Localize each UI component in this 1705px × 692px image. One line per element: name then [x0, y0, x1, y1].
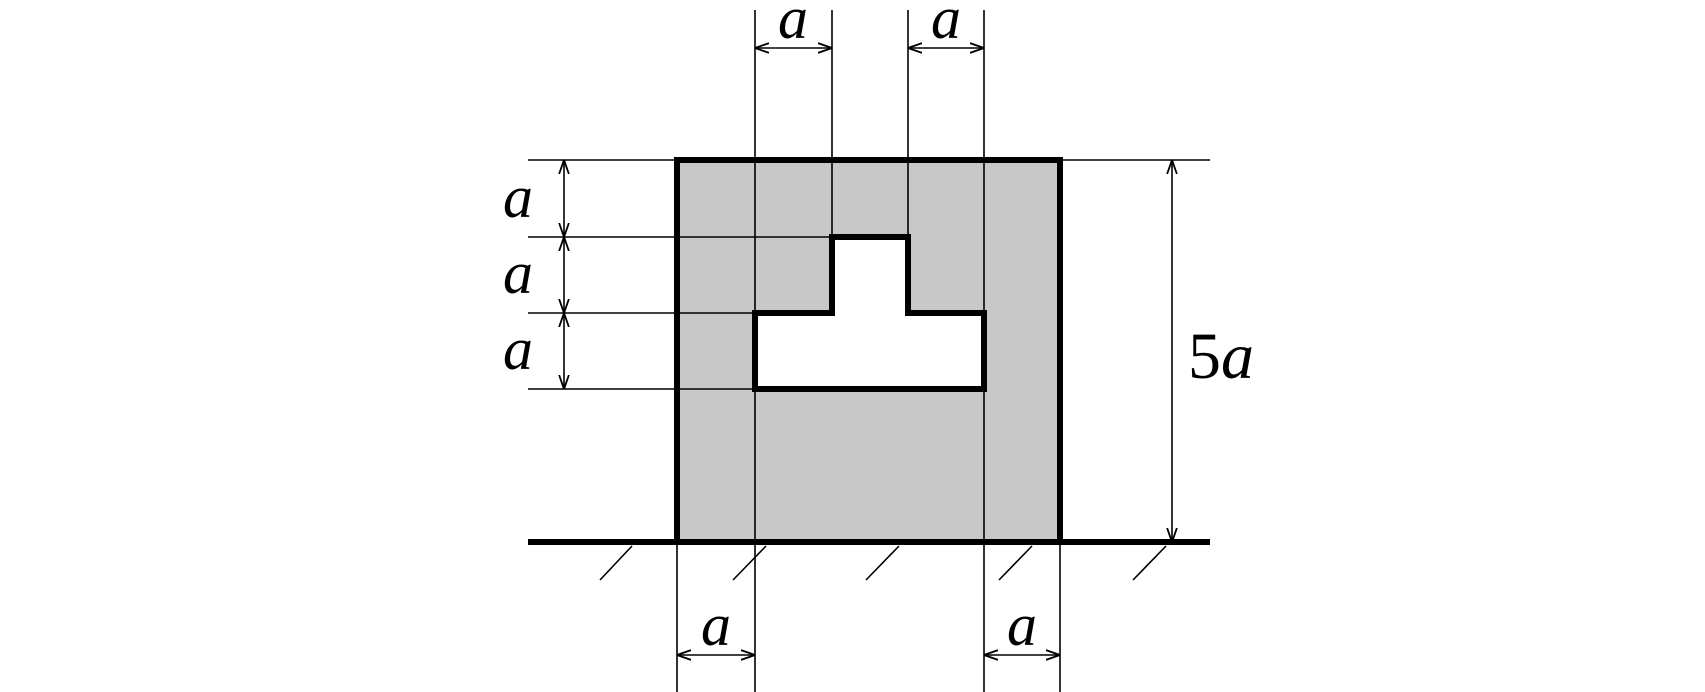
total-height-label: 5a	[1188, 320, 1254, 393]
bottom-right-width-label: a	[1007, 592, 1037, 658]
left-dim-label-2: a	[503, 240, 533, 306]
top-left-width-label: a	[778, 0, 808, 51]
cutout-outline	[752, 234, 987, 392]
left-dim-label-1: a	[503, 164, 533, 230]
top-right-width-label: a	[931, 0, 961, 51]
t-shaped-cutout	[755, 237, 984, 389]
bottom-left-width-label: a	[701, 592, 731, 658]
ground-hatching	[599, 545, 1167, 581]
total-height-number: 5	[1188, 320, 1221, 393]
horizontal-extension-lines	[528, 159, 1210, 390]
left-dim-label-3: a	[503, 316, 533, 382]
dimension-arrows	[564, 48, 1172, 655]
total-height-unit: a	[1221, 320, 1254, 393]
